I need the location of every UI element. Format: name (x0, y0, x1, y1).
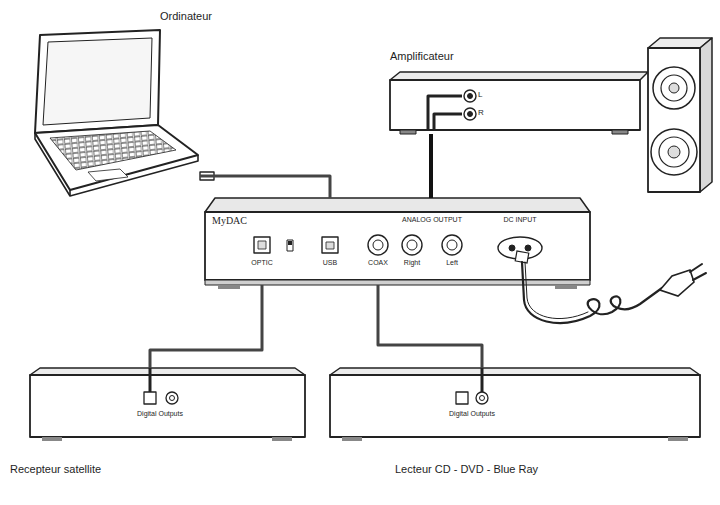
speaker-drawing (648, 38, 712, 192)
brand-logo: MyDAC (212, 215, 247, 227)
amplifier-drawing (390, 72, 648, 134)
amplifier-box: AmplificateurLR (390, 72, 640, 134)
cd-player-box: Digital OutputsLecteur CD - DVD - Blue R… (330, 368, 700, 440)
analog-cable (429, 134, 433, 198)
device-label: Recepteur satellite (10, 463, 101, 476)
optical-cable (150, 285, 262, 368)
port-label: USB (323, 259, 337, 267)
port-label: COAX (368, 259, 388, 267)
satellite-receiver-box: Digital OutputsRecepteur satellite (30, 368, 305, 440)
port-group-label: Digital Outputs (137, 410, 183, 418)
laptop-box: Ordinateur (10, 30, 200, 196)
port-label: DC INPUT (503, 216, 536, 224)
laptop-drawing (35, 30, 214, 196)
port-group-label: ANALOG OUTPUT (402, 216, 462, 224)
cd-player-drawing (330, 368, 700, 441)
usb-cable (200, 176, 330, 198)
port-label: Left (446, 259, 458, 267)
channel-label: L (478, 90, 482, 99)
port-label: Right (404, 259, 420, 267)
power-cord (515, 251, 706, 323)
device-label: Ordinateur (160, 10, 212, 23)
port-label: OPTIC (251, 259, 272, 267)
dac-drawing (205, 198, 590, 289)
channel-label: R (478, 108, 484, 117)
device-label: Lecteur CD - DVD - Blue Ray (395, 463, 538, 476)
coax-cable (378, 285, 482, 368)
port-group-label: Digital Outputs (449, 410, 495, 418)
dac-box: MyDAC ANALOG OUTPUT DC INPUT OPTIC USB COAX Ri… (205, 198, 590, 285)
device-label: Amplificateur (390, 50, 454, 63)
satellite-receiver-drawing (30, 368, 305, 441)
